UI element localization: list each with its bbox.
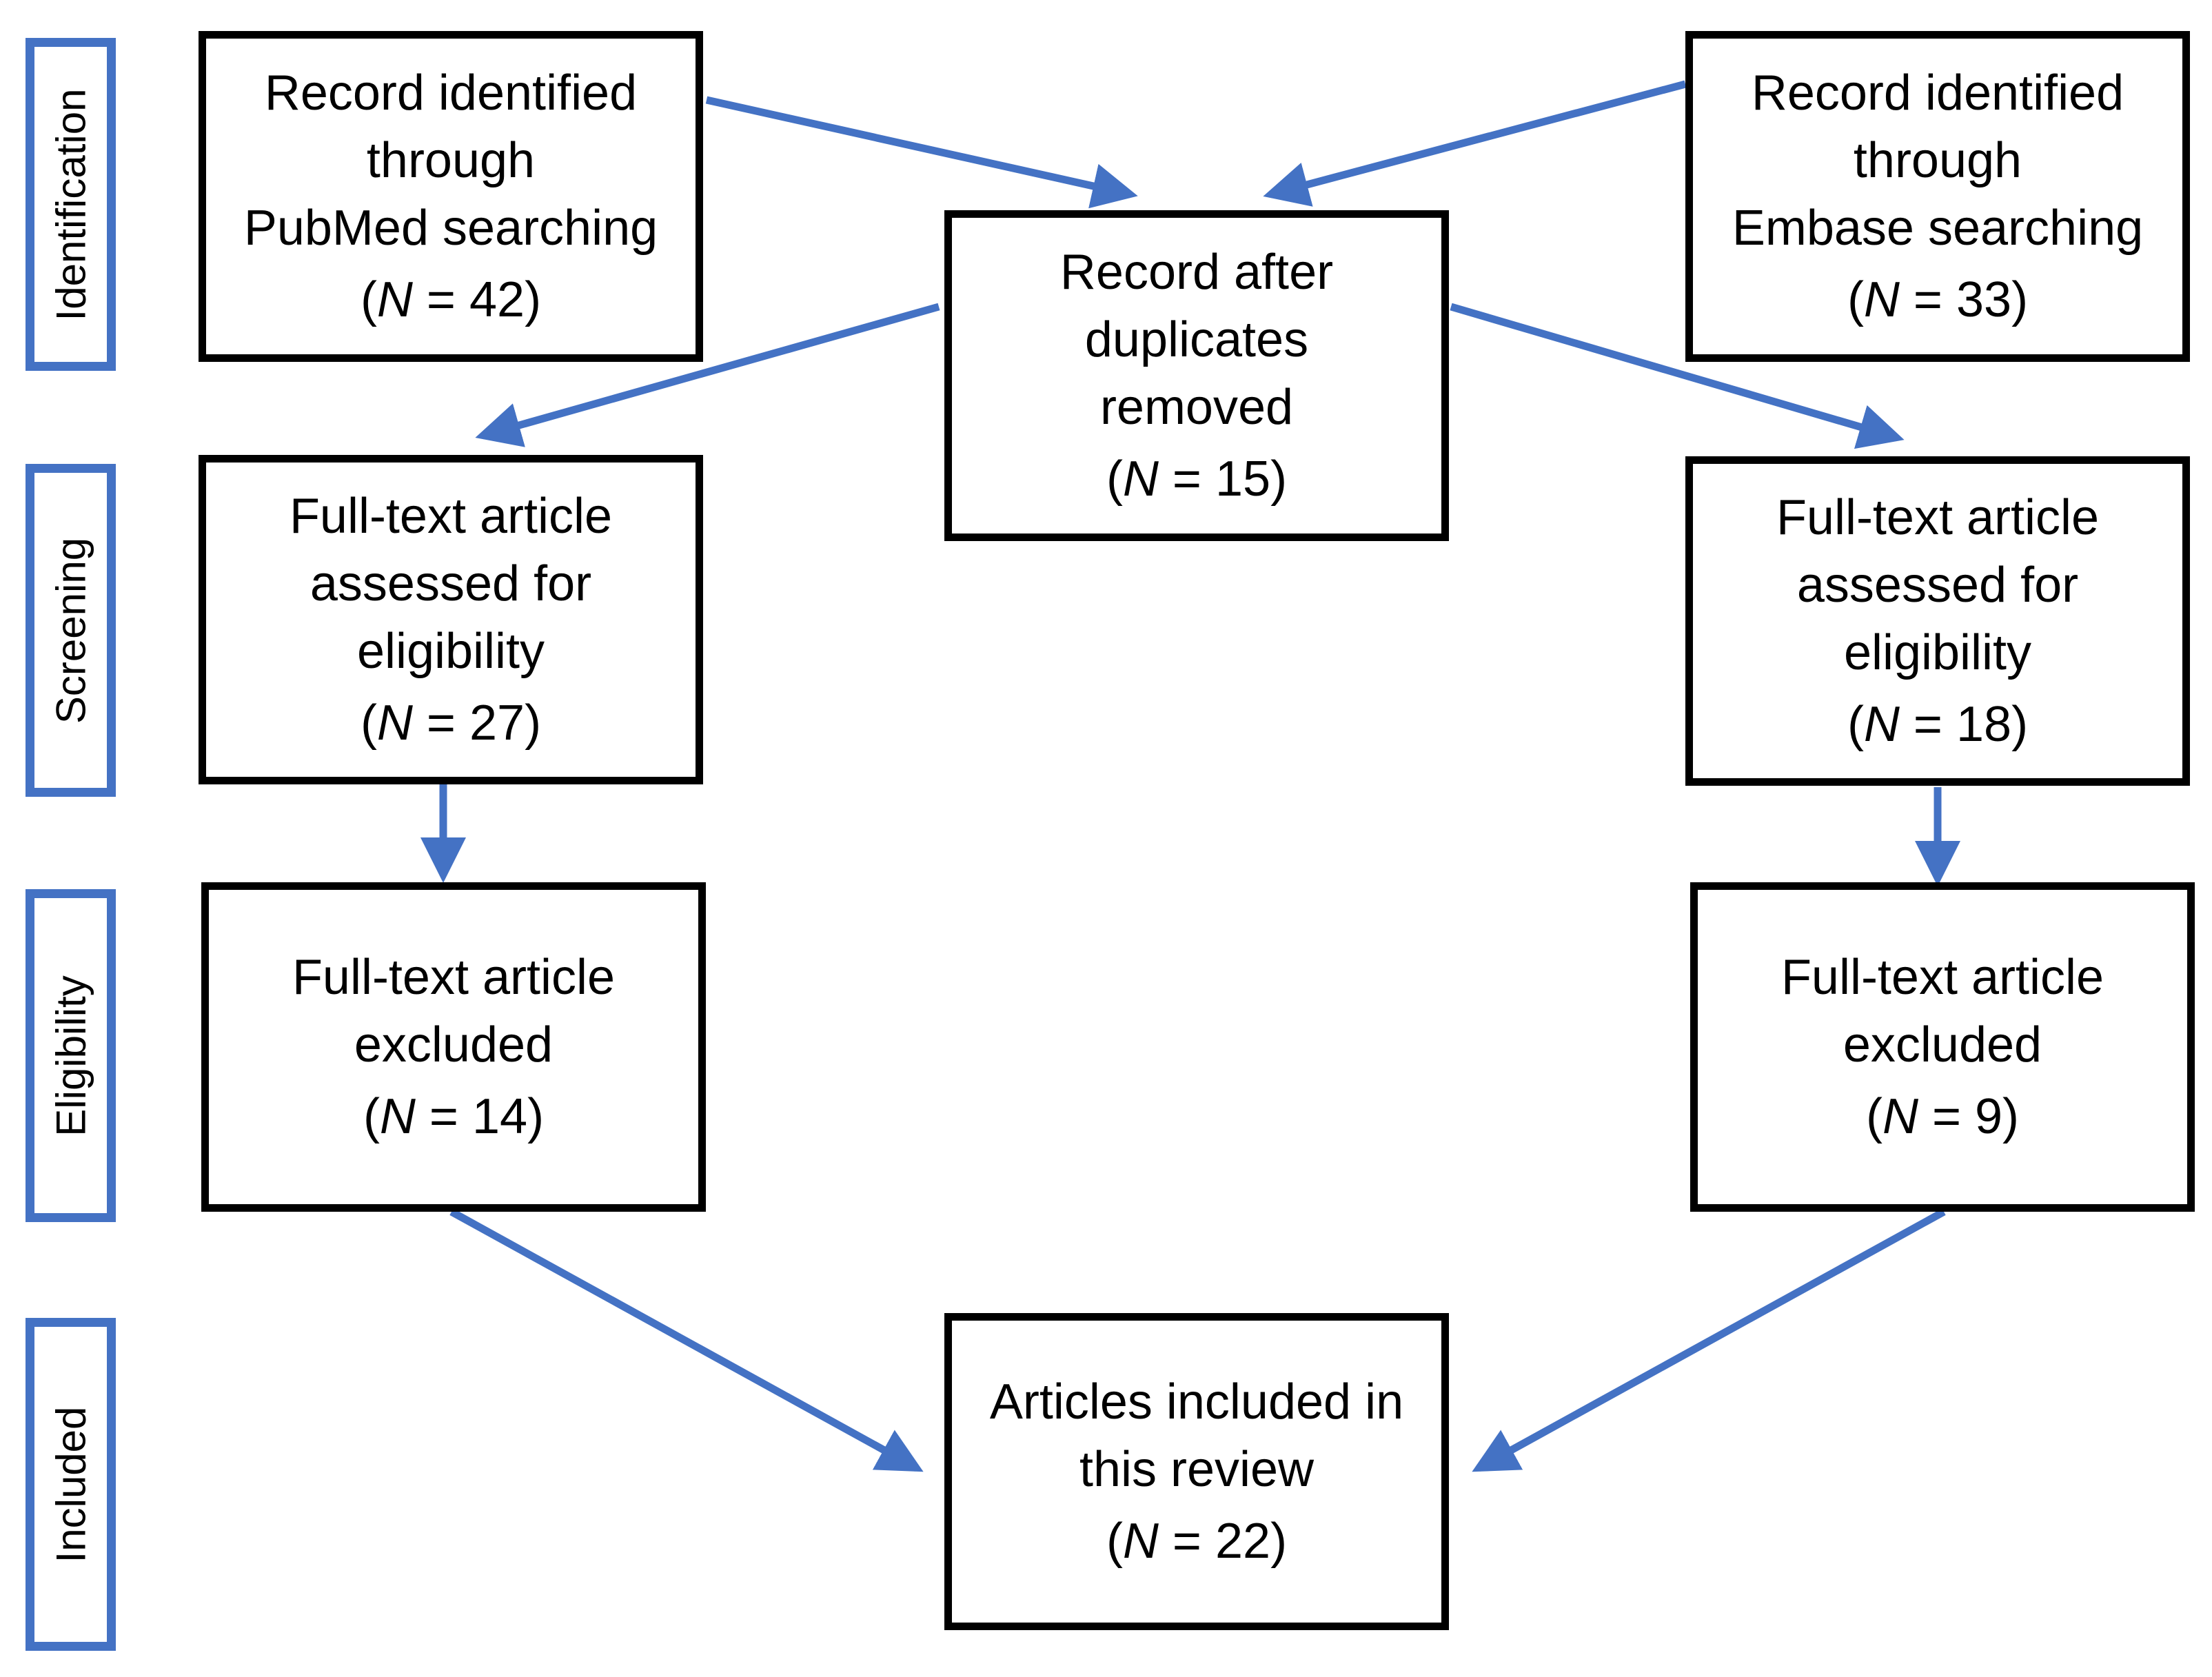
box-line: removed [1099, 380, 1294, 435]
box-line: Full-text article [1776, 490, 2100, 545]
box-excluded-left: Full-text article excluded (N = 14) [201, 882, 706, 1212]
box-line: through [366, 133, 536, 188]
box-line: eligibility [356, 624, 545, 679]
box-line: Record identified [1751, 65, 2124, 121]
box-line: Record after [1059, 245, 1334, 300]
box-count: (N = 22) [1106, 1514, 1288, 1569]
box-line: Full-text article [289, 489, 613, 544]
arrow-dedup-to-screen-left [475, 303, 940, 447]
box-line: Embase searching [1732, 201, 2144, 256]
box-count: (N = 9) [1865, 1089, 2020, 1144]
arrow-excl-right-to-included [1472, 1208, 1946, 1472]
arrow-embase-to-dedup [1263, 80, 1687, 207]
box-line: eligibility [1843, 625, 2032, 680]
box-pubmed-records: Record identified through PubMed searchi… [199, 31, 703, 362]
stage-label: Identification [48, 88, 94, 321]
box-line: duplicates [1084, 312, 1309, 367]
box-line: Articles included in [989, 1374, 1404, 1430]
arrow-excl-left-to-included [449, 1208, 924, 1472]
box-count: (N = 15) [1106, 451, 1288, 507]
box-line: excluded [354, 1017, 554, 1073]
arrow-pubmed-to-dedup [705, 96, 1138, 209]
stage-label: Eligibility [48, 975, 94, 1137]
box-line: PubMed searching [243, 201, 658, 256]
box-count: (N = 27) [360, 695, 542, 751]
box-included-articles: Articles included in this review (N = 22… [944, 1313, 1449, 1630]
box-count: (N = 18) [1847, 697, 2029, 752]
box-excluded-right: Full-text article excluded (N = 9) [1690, 882, 2195, 1212]
box-line: this review [1079, 1442, 1315, 1497]
box-screening-left: Full-text article assessed for eligibili… [199, 455, 703, 784]
stage-screening: Screening [26, 464, 116, 797]
box-line: Record identified [264, 65, 638, 121]
box-count: (N = 42) [360, 272, 542, 327]
box-line: excluded [1843, 1017, 2042, 1073]
box-embase-records: Record identified through Embase searchi… [1685, 31, 2190, 362]
box-count: (N = 33) [1847, 272, 2029, 327]
stage-eligibility: Eligibility [26, 889, 116, 1222]
box-line: assessed for [1796, 558, 2079, 613]
box-count: (N = 14) [363, 1089, 545, 1144]
stage-label: Screening [48, 537, 94, 724]
box-duplicates-removed: Record after duplicates removed (N = 15) [944, 210, 1449, 541]
box-line: through [1853, 133, 2022, 188]
box-line: Full-text article [1780, 950, 2104, 1005]
stage-included: Included [26, 1318, 116, 1651]
arrow-dedup-to-screen-right [1450, 303, 1905, 449]
box-line: assessed for [310, 556, 592, 611]
stage-label: Included [48, 1406, 94, 1563]
box-line: Full-text article [292, 950, 616, 1005]
box-screening-right: Full-text article assessed for eligibili… [1685, 456, 2190, 786]
stage-identification: Identification [26, 38, 116, 371]
